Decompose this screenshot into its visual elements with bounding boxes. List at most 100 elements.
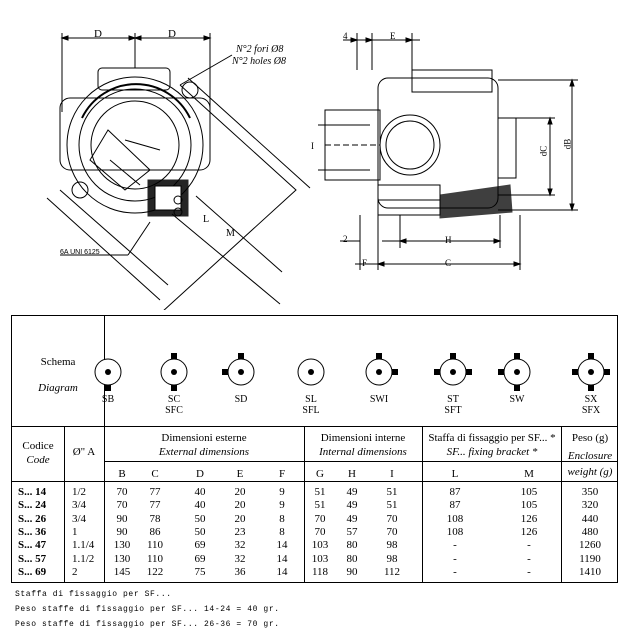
row-code: S... 57 <box>18 552 47 565</box>
cell-b: 130 <box>113 539 131 552</box>
cell-c: 110 <box>146 552 164 565</box>
cell-d: 40 <box>194 499 206 512</box>
column-header: I <box>390 468 394 480</box>
diagram-icon <box>365 353 398 386</box>
dim-2-label: 2 <box>343 234 348 244</box>
technical-drawing <box>46 33 578 310</box>
cell-e: 32 <box>234 552 246 565</box>
cell-c: 110 <box>146 539 164 552</box>
diagram-icon <box>222 353 255 386</box>
diameter-header: Ø" A <box>72 446 96 458</box>
cell-m: - <box>527 552 531 565</box>
cell-m: - <box>527 565 531 578</box>
cell-w: 440 <box>581 512 599 525</box>
cell-a: 1.1/4 <box>72 539 95 552</box>
cell-m: 126 <box>520 512 538 525</box>
front-view <box>46 33 311 310</box>
cell-f: 14 <box>276 552 288 565</box>
cell-i: 51 <box>386 486 398 498</box>
column-header: D <box>196 468 204 480</box>
bracket-header-en: SF... fixing bracket * <box>446 446 538 458</box>
cell-w: 1260 <box>579 539 601 552</box>
row-code: S... 14 <box>18 486 47 498</box>
cell-f: 8 <box>279 525 285 538</box>
cell-w: 1190 <box>579 552 601 565</box>
dim-f-label: F <box>362 258 368 268</box>
cell-c: 77 <box>149 499 161 512</box>
cell-i: 112 <box>383 565 401 578</box>
cell-h: 57 <box>346 525 358 538</box>
column-header: H <box>348 468 356 480</box>
cell-h: 90 <box>346 565 358 578</box>
cell-b: 130 <box>113 552 131 565</box>
internal-dims-en: Internal dimensions <box>319 446 407 458</box>
dim-h-label: H <box>445 235 452 245</box>
cell-f: 9 <box>279 499 285 512</box>
cell-d: 50 <box>194 512 206 525</box>
weight-header-en-2: weight (g) <box>567 466 613 478</box>
cell-w: 320 <box>581 499 599 512</box>
cell-b: 70 <box>116 486 128 498</box>
holes-label-en: N°2 holes Ø8 <box>232 56 286 67</box>
diagram-code: SX <box>584 394 598 405</box>
schema-label-it: Schema <box>40 356 76 368</box>
cell-h: 49 <box>346 512 358 525</box>
cell-g: 70 <box>314 525 326 538</box>
cell-w: 480 <box>581 525 599 538</box>
cell-m: - <box>527 539 531 552</box>
column-header: L <box>451 468 459 480</box>
cell-a: 1 <box>72 525 78 538</box>
column-header: B <box>118 468 126 480</box>
diagram-icon <box>434 353 472 386</box>
cell-b: 90 <box>116 512 128 525</box>
diagram-code-alt: SFL <box>302 405 320 416</box>
cell-e: 23 <box>234 525 246 538</box>
cell-c: 86 <box>149 525 161 538</box>
column-header: C <box>151 468 159 480</box>
footnote-1: Staffa di fissaggio per SF... <box>15 590 172 599</box>
cell-d: 75 <box>194 565 206 578</box>
dim-m-label: M <box>226 228 235 239</box>
cell-w: 350 <box>581 486 599 498</box>
cell-e: 32 <box>234 539 246 552</box>
cell-l: - <box>453 565 457 578</box>
cell-l: 87 <box>449 499 461 512</box>
footnote-3: Peso staffe di fissaggio per SF... 26-36… <box>15 620 280 629</box>
cell-g: 118 <box>311 565 329 578</box>
diagram-code: SC <box>167 394 181 405</box>
column-header: G <box>316 468 324 480</box>
cell-g: 70 <box>314 512 326 525</box>
cell-i: 98 <box>386 552 398 565</box>
schema-label-en: Diagram <box>38 382 78 394</box>
row-code: S... 69 <box>18 565 47 578</box>
cell-f: 8 <box>279 512 285 525</box>
cell-g: 103 <box>311 552 329 565</box>
cell-f: 14 <box>276 565 288 578</box>
diagram-code: SL <box>305 394 317 405</box>
bracket-header-it: Staffa di fissaggio per SF... * <box>428 432 556 444</box>
cell-h: 80 <box>346 539 358 552</box>
cell-d: 40 <box>194 486 206 498</box>
cell-a: 1.1/2 <box>72 552 95 565</box>
diagram-code-alt: SFT <box>444 405 462 416</box>
column-header: E <box>236 468 244 480</box>
dim-i-label: I <box>311 141 314 151</box>
row-code: S... 24 <box>18 499 47 512</box>
holes-label-it: N°2 fori Ø8 <box>236 44 284 55</box>
cell-l: 108 <box>446 512 464 525</box>
cell-c: 122 <box>146 565 164 578</box>
diagram-icon <box>297 358 325 386</box>
cell-g: 51 <box>314 499 326 512</box>
column-header: F <box>278 468 286 480</box>
diagram-code-alt: SFC <box>165 405 183 416</box>
diagram-code: SB <box>101 394 115 405</box>
internal-dims-it: Dimensioni interne <box>320 432 406 444</box>
screw-label: 6A UNI 6125 <box>60 249 100 256</box>
cell-b: 70 <box>116 499 128 512</box>
diagram-icon <box>498 353 531 391</box>
diagram-code: ST <box>447 394 459 405</box>
cell-i: 70 <box>386 512 398 525</box>
cell-m: 105 <box>520 486 538 498</box>
diagram-code: SW <box>509 394 525 405</box>
external-dims-en: External dimensions <box>158 446 250 458</box>
